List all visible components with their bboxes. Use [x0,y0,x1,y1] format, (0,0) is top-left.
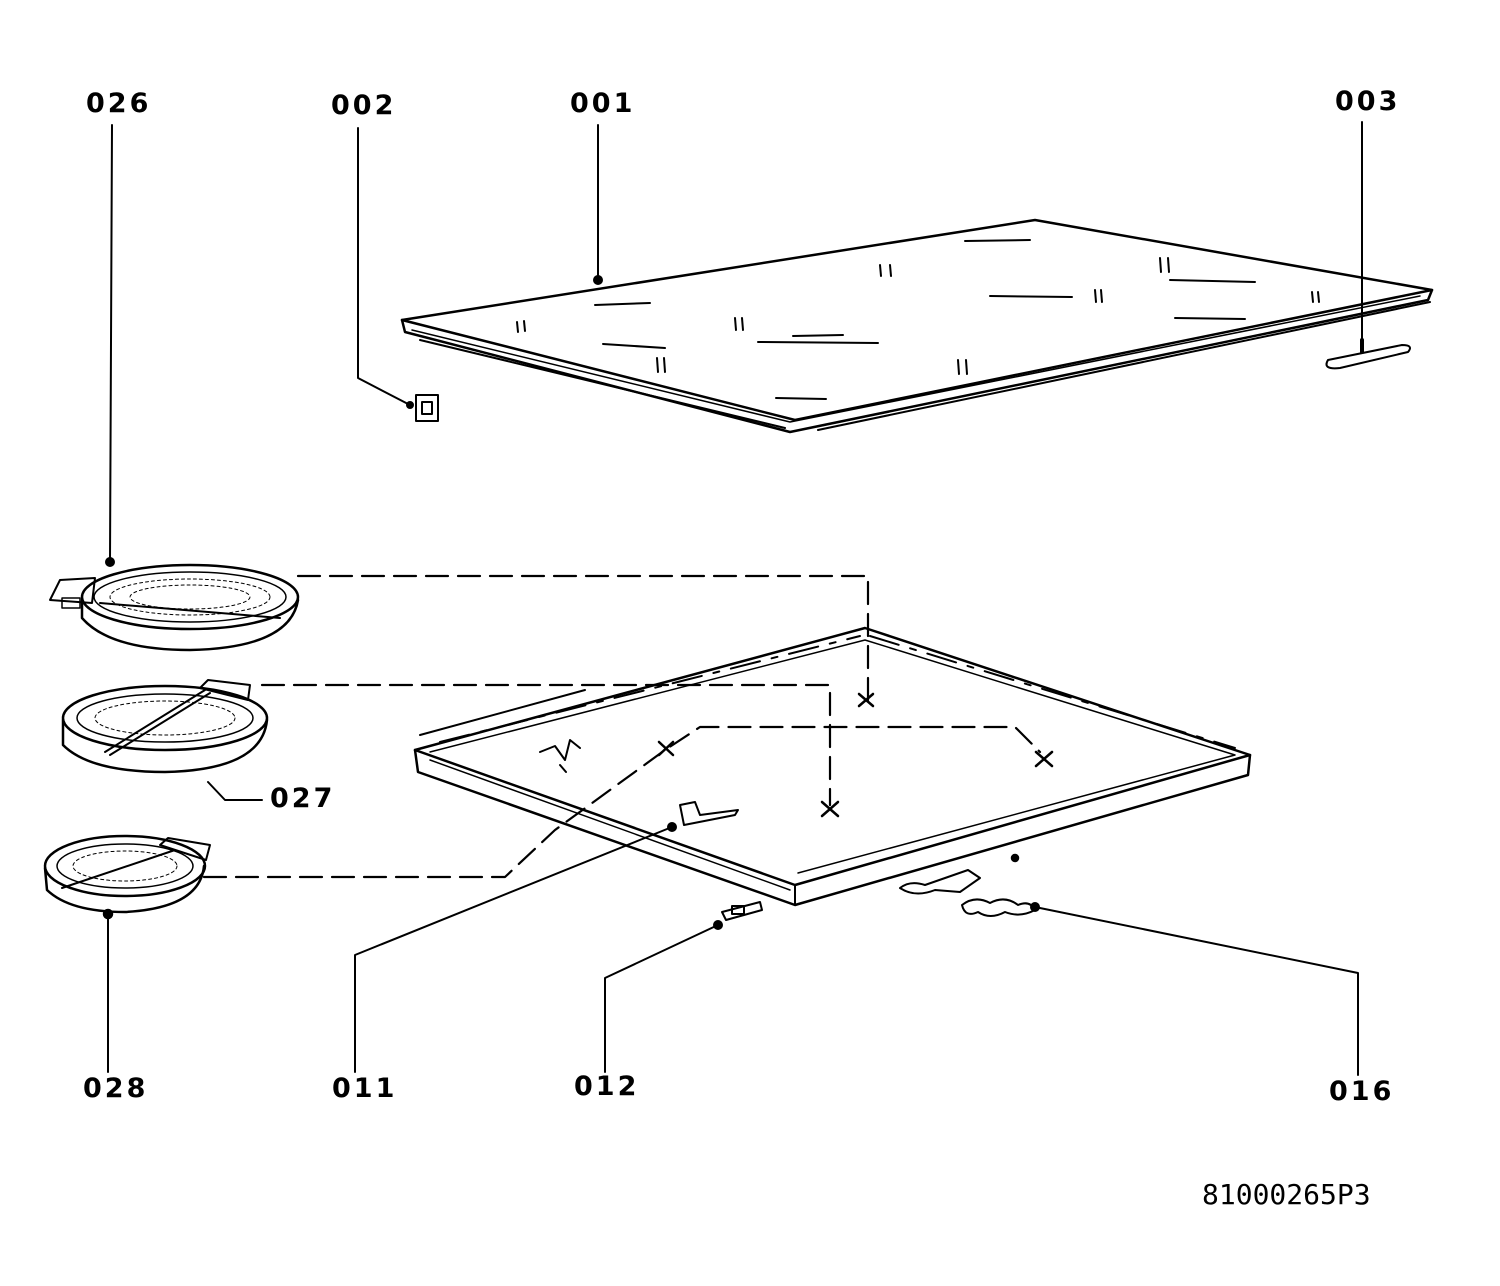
label-012: 012 [574,1071,640,1102]
bracket-012 [721,901,763,921]
label-026: 026 [86,88,152,119]
label-011: 011 [332,1073,398,1104]
heating-element-026 [49,563,300,652]
label-003: 003 [1335,86,1401,117]
heating-element-028 [43,834,211,1073]
glass-top-plate [400,218,1434,434]
spring-clip-016 [961,898,1036,917]
leader-lines-bottom [354,822,1359,1076]
base-tray-011 [413,626,1252,907]
mounting-point-markers [657,692,1054,818]
label-016: 016 [1329,1076,1395,1107]
heating-element-027 [61,679,269,801]
assembly-dashed-lines [202,574,1042,879]
label-028: 028 [83,1073,149,1104]
leader-lines-top [105,121,1363,567]
drawing-number: 81000265P3 [1202,1178,1371,1211]
clip-002 [406,394,439,422]
label-027: 027 [270,783,336,814]
label-001: 001 [570,88,636,119]
label-002: 002 [331,90,397,121]
